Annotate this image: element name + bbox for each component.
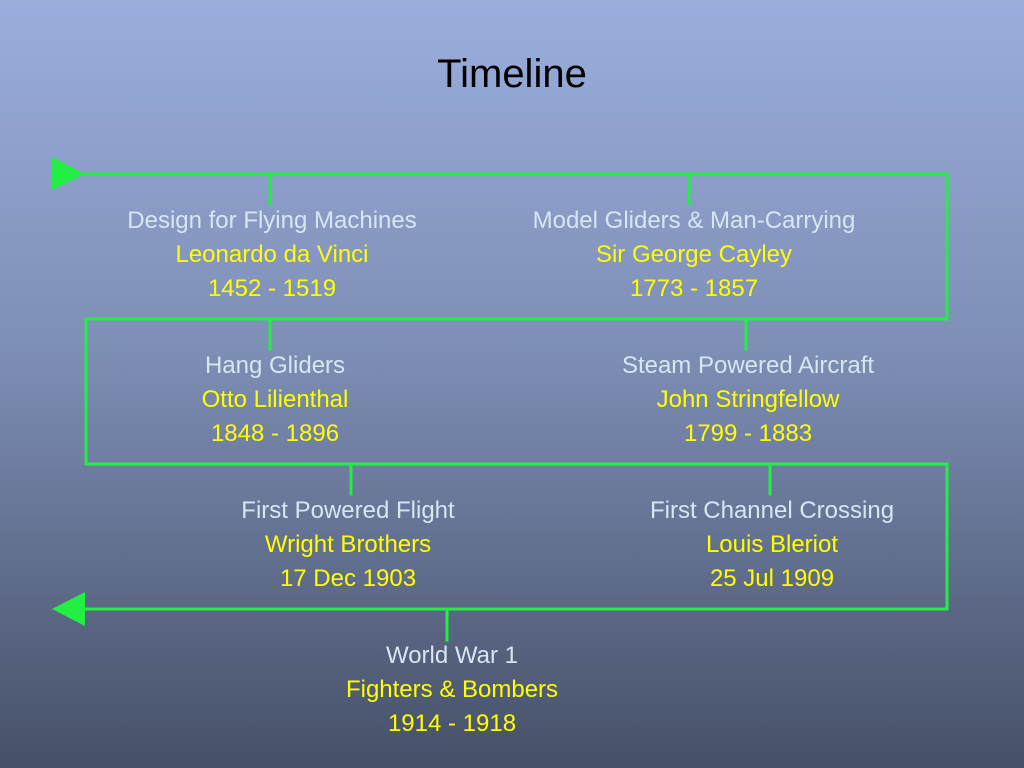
event-years: 17 Dec 1903 xyxy=(279,565,417,592)
event-years: 1848 - 1896 xyxy=(210,420,340,447)
event-person: Wright Brothers xyxy=(264,531,432,558)
event-name: Model Gliders & Man-Carrying xyxy=(532,207,856,234)
event-years: 1799 - 1883 xyxy=(683,420,813,447)
event-name: First Powered Flight xyxy=(241,497,455,524)
event-years: 25 Jul 1909 xyxy=(709,565,835,592)
start-arrow-icon xyxy=(52,157,85,190)
event-name: First Channel Crossing xyxy=(649,497,895,524)
event-steam-powered-aircraft: Steam Powered Aircraft John Stringfellow… xyxy=(538,349,958,451)
event-years: 1452 - 1519 xyxy=(207,275,337,302)
event-person: Fighters & Bombers xyxy=(345,676,559,703)
event-name: World War 1 xyxy=(385,642,519,669)
event-name: Design for Flying Machines xyxy=(127,207,417,234)
event-model-gliders: Model Gliders & Man-Carrying Sir George … xyxy=(484,204,904,306)
timeline-path xyxy=(78,172,949,611)
page-title: Timeline xyxy=(437,52,587,96)
event-first-powered-flight: First Powered Flight Wright Brothers 17 … xyxy=(138,494,558,596)
event-person: John Stringfellow xyxy=(656,386,840,413)
event-person: Otto Lilienthal xyxy=(201,386,349,413)
event-years: 1773 - 1857 xyxy=(629,275,759,302)
event-years: 1914 - 1918 xyxy=(387,710,517,737)
event-design-for-flying-machines: Design for Flying Machines Leonardo da V… xyxy=(62,204,482,306)
event-person: Sir George Cayley xyxy=(595,241,793,268)
event-person: Louis Bleriot xyxy=(705,531,839,558)
event-first-channel-crossing: First Channel Crossing Louis Bleriot 25 … xyxy=(562,494,982,596)
event-person: Leonardo da Vinci xyxy=(175,241,369,268)
event-hang-gliders: Hang Gliders Otto Lilienthal 1848 - 1896 xyxy=(65,349,485,451)
end-arrow-icon xyxy=(52,592,85,626)
event-world-war-1: World War 1 Fighters & Bombers 1914 - 19… xyxy=(242,639,662,741)
event-name: Hang Gliders xyxy=(204,352,346,379)
event-name: Steam Powered Aircraft xyxy=(621,352,875,379)
